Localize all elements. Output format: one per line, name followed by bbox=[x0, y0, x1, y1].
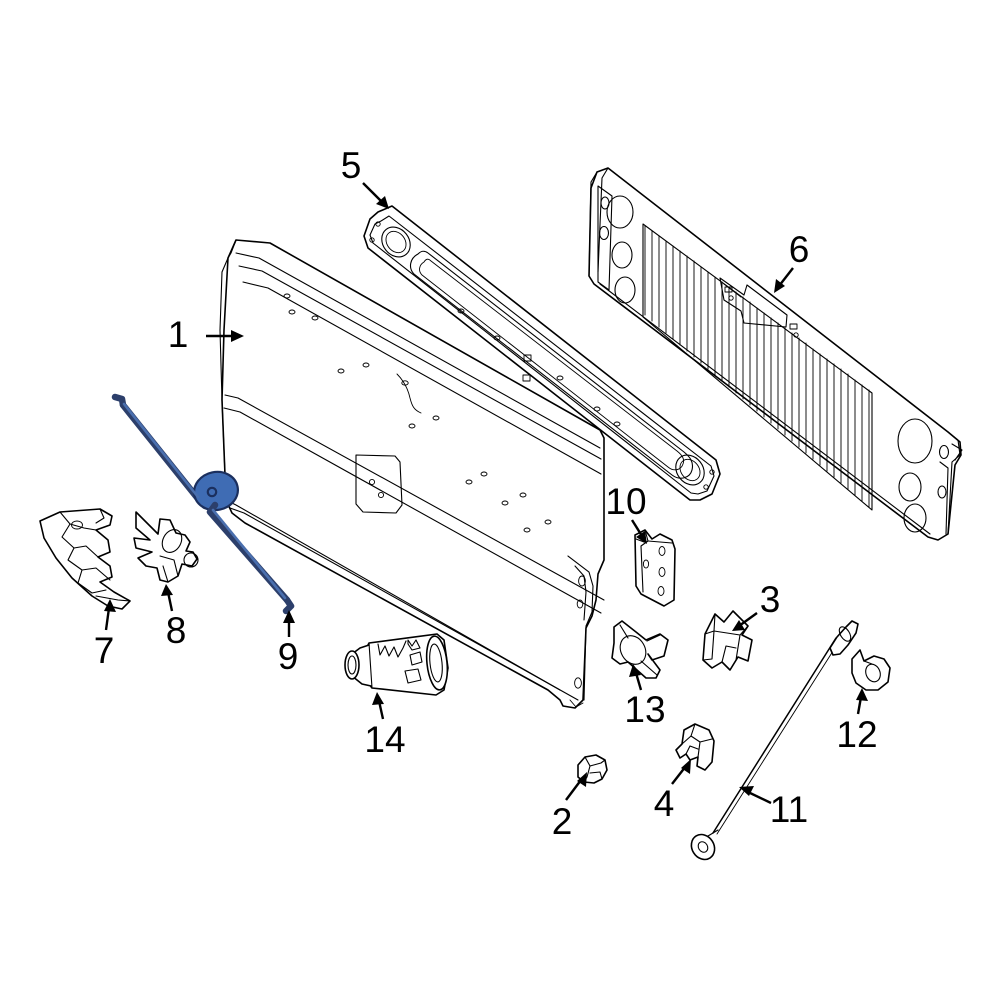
part-tailgate-bumper-block[interactable] bbox=[702, 610, 753, 671]
part-tailgate-latch-bushing[interactable] bbox=[344, 633, 450, 696]
callout-11[interactable]: 11 bbox=[739, 786, 808, 830]
callout-9[interactable]: 9 bbox=[278, 610, 299, 677]
part-tailgate-pivot-stud[interactable] bbox=[851, 649, 891, 691]
callout-1[interactable]: 1 bbox=[168, 314, 244, 355]
callout-4[interactable]: 4 bbox=[654, 759, 691, 824]
part-latch-actuator-lever[interactable] bbox=[133, 511, 199, 583]
callout-label-11: 11 bbox=[770, 789, 808, 830]
callout-label-12: 12 bbox=[836, 714, 877, 755]
part-striker-bracket[interactable] bbox=[675, 723, 715, 771]
callout-label-3: 3 bbox=[760, 579, 781, 620]
part-tailgate-support-cable[interactable] bbox=[687, 620, 859, 864]
callout-label-7: 7 bbox=[94, 630, 115, 671]
callout-label-8: 8 bbox=[166, 610, 187, 651]
callout-label-2: 2 bbox=[552, 801, 573, 842]
callout-label-13: 13 bbox=[624, 689, 665, 730]
callout-3[interactable]: 3 bbox=[732, 579, 780, 631]
part-tailgate-latch-rod[interactable] bbox=[111, 393, 295, 615]
callout-6[interactable]: 6 bbox=[774, 229, 809, 293]
callout-13[interactable]: 13 bbox=[624, 664, 666, 730]
callout-label-5: 5 bbox=[341, 145, 362, 186]
callout-layer: 1 2 3 4 5 6 7 bbox=[94, 145, 878, 842]
part-left-latch-housing[interactable] bbox=[39, 508, 131, 610]
callout-7[interactable]: 7 bbox=[94, 599, 116, 671]
callout-label-14: 14 bbox=[364, 719, 405, 760]
callout-10[interactable]: 10 bbox=[605, 481, 647, 544]
part-tailgate-inner-panel[interactable] bbox=[588, 167, 963, 541]
callout-label-1: 1 bbox=[168, 314, 189, 355]
callout-label-10: 10 bbox=[605, 481, 646, 522]
callout-label-9: 9 bbox=[278, 636, 299, 677]
callout-label-4: 4 bbox=[654, 783, 675, 824]
callout-12[interactable]: 12 bbox=[836, 688, 878, 755]
callout-8[interactable]: 8 bbox=[161, 584, 186, 651]
callout-14[interactable]: 14 bbox=[364, 692, 406, 760]
part-tailgate-reinforcement-bar[interactable] bbox=[363, 205, 721, 501]
callout-2[interactable]: 2 bbox=[552, 772, 587, 842]
part-tailgate-hinge-bracket[interactable] bbox=[634, 529, 676, 607]
callout-5[interactable]: 5 bbox=[341, 145, 389, 209]
callout-label-6: 6 bbox=[789, 229, 810, 270]
part-hinge-pivot-pin[interactable] bbox=[611, 620, 669, 679]
